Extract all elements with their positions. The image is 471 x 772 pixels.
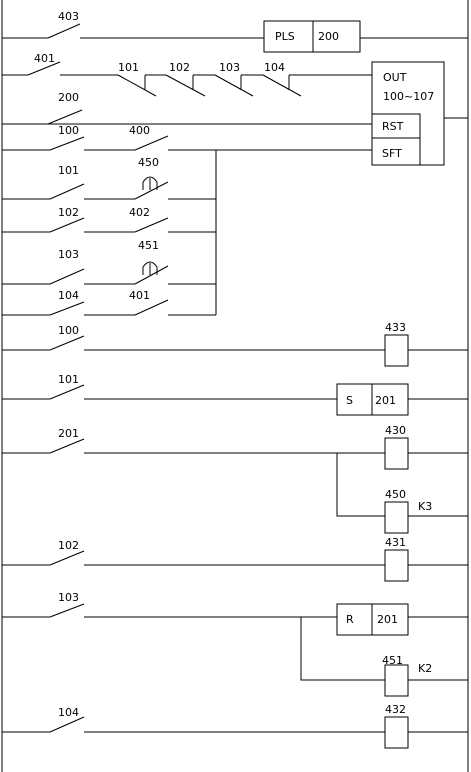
set-box-name: S: [346, 394, 353, 407]
contact-label: 101: [58, 373, 79, 386]
contact-nc: [165, 74, 206, 97]
sft-box: [371, 137, 421, 166]
rung-5: 101 450: [2, 156, 216, 200]
contact-label: 103: [219, 61, 240, 74]
coil: [384, 549, 409, 582]
contact-label: 101: [118, 61, 139, 74]
coil-label: 433: [385, 321, 406, 334]
rung-9: 100 433: [2, 321, 468, 367]
contact-label: 104: [58, 289, 79, 302]
contact-label: 401: [34, 52, 55, 65]
rung-13: 103 R 201 451 K2: [2, 591, 468, 697]
contact-label: 450: [138, 156, 159, 169]
out-box-range: 100~107: [383, 90, 434, 103]
coil-label: 432: [385, 703, 406, 716]
coil: [384, 334, 409, 367]
contact-label: 403: [58, 10, 79, 23]
rst-label: RST: [382, 120, 404, 133]
out-box-title: OUT: [383, 71, 407, 84]
contact-label: 100: [58, 124, 79, 137]
contact-label: 451: [138, 239, 159, 252]
contact-nc: [117, 74, 157, 97]
contact-no: [134, 135, 169, 151]
coil: [384, 716, 409, 749]
rung-7: 103 451: [2, 239, 216, 285]
rung-4: 100 400 SFT: [2, 124, 421, 315]
contact-label: 103: [58, 248, 79, 261]
contact-no: [49, 550, 85, 566]
edge-marker: [142, 261, 158, 275]
contact-label: 102: [169, 61, 190, 74]
rung-12: 102 431: [2, 536, 468, 582]
contact-label: 401: [129, 289, 150, 302]
contact-no: [49, 217, 85, 233]
contact-label: 200: [58, 91, 79, 104]
coil-label: 430: [385, 424, 406, 437]
contact-no: [49, 301, 85, 316]
coil: [384, 437, 409, 470]
rung-6: 102 402: [2, 206, 216, 233]
rung-8: 104 401: [2, 289, 216, 316]
sft-label: SFT: [382, 147, 402, 160]
rung-1: 403 PLS 200: [2, 10, 468, 53]
edge-marker: [142, 176, 158, 190]
contact-label: 104: [264, 61, 285, 74]
contact-no: [134, 265, 169, 285]
reset-box-name: R: [346, 613, 354, 626]
contact-label: 104: [58, 706, 79, 719]
timer-coil: [384, 664, 409, 697]
contact-label: 102: [58, 206, 79, 219]
rung-11: 201 430 450 K3: [2, 424, 468, 534]
coil-note: K2: [418, 662, 432, 675]
contact-no: [47, 23, 81, 39]
contact-no: [134, 299, 169, 316]
contact-no: [49, 716, 85, 733]
pls-box-name: PLS: [275, 30, 295, 43]
contact-no: [134, 217, 169, 233]
contact-no: [27, 61, 61, 76]
contact-label: 102: [58, 539, 79, 552]
timer-coil: [384, 501, 409, 534]
contact-label: 400: [129, 124, 150, 137]
reset-box-value: 201: [377, 613, 398, 626]
contact-no: [49, 268, 85, 285]
coil-label: 431: [385, 536, 406, 549]
coil-label: 450: [385, 488, 406, 501]
rung-3: 200 RST: [2, 91, 421, 139]
coil-label: 451: [382, 654, 403, 667]
contact-no: [47, 109, 83, 125]
contact-no: [49, 335, 85, 351]
contact-nc: [214, 74, 254, 97]
contact-label: 402: [129, 206, 150, 219]
contact-no: [49, 183, 85, 200]
contact-no: [49, 136, 85, 151]
pls-box: [263, 20, 361, 53]
contact-label: 103: [58, 591, 79, 604]
contact-no: [134, 181, 169, 200]
contact-no: [49, 603, 85, 618]
contact-label: 101: [58, 164, 79, 177]
coil-note: K3: [418, 500, 432, 513]
contact-label: 201: [58, 427, 79, 440]
rung-10: 101 S 201: [2, 373, 468, 416]
rung-14: 104 432: [2, 703, 468, 749]
rst-box: [371, 113, 421, 139]
contact-no: [49, 384, 85, 400]
contact-no: [49, 438, 85, 454]
set-box-value: 201: [375, 394, 396, 407]
contact-label: 100: [58, 324, 79, 337]
pls-box-value: 200: [318, 30, 339, 43]
contact-nc: [262, 74, 302, 97]
